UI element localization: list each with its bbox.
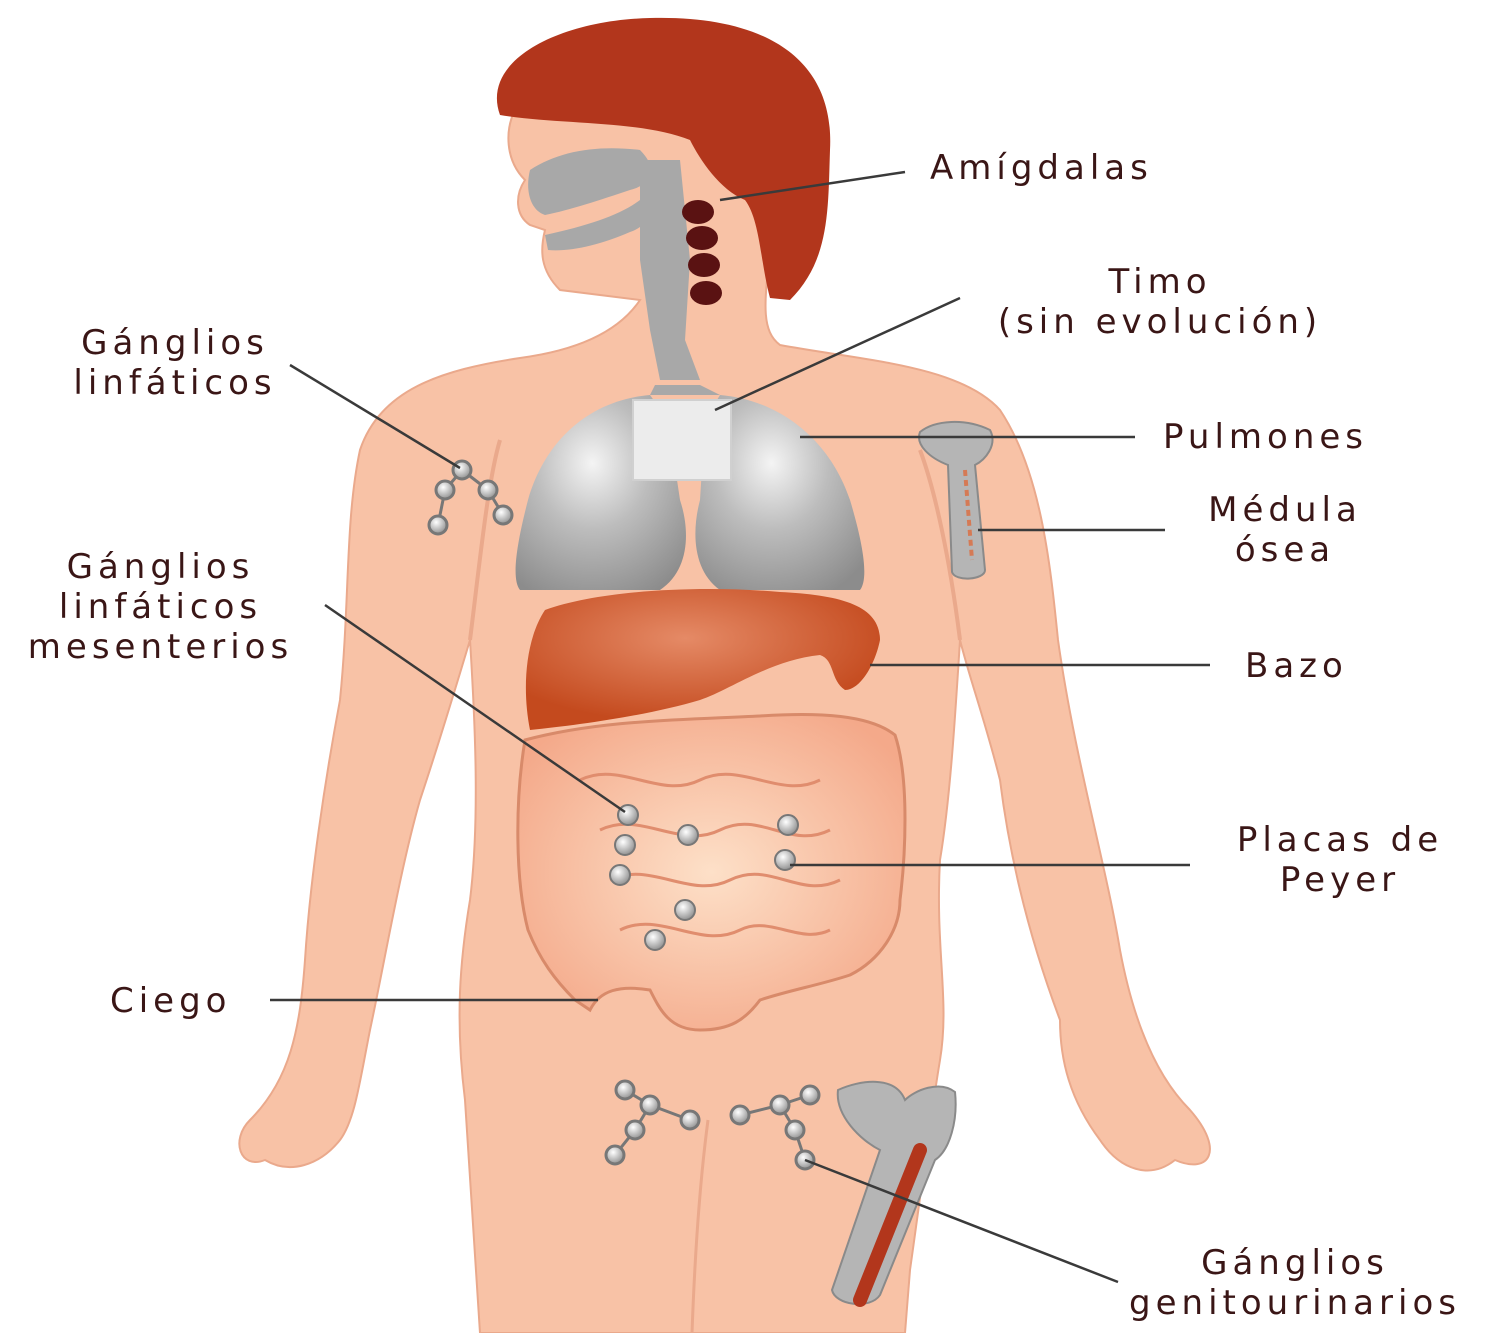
label-peyer-line1: Placas de — [1210, 820, 1470, 860]
label-amigdalas: Amígdalas — [930, 148, 1153, 188]
label-timo-line2: (sin evolución) — [960, 302, 1360, 342]
label-ganglios-line1: Gánglios — [50, 323, 300, 363]
label-ganglios-linfaticos: Gánglios linfáticos — [50, 323, 300, 403]
label-medula-line2: ósea — [1180, 530, 1390, 570]
label-medula-line1: Médula — [1180, 490, 1390, 530]
label-mesent-line1: Gánglios — [8, 547, 313, 587]
label-mesent-line3: mesenterios — [8, 627, 313, 667]
thymus — [633, 400, 731, 480]
label-genito-line1: Gánglios — [1110, 1243, 1480, 1283]
label-medula-osea: Médula ósea — [1180, 490, 1390, 570]
label-pulmones: Pulmones — [1163, 417, 1368, 457]
label-ganglios-mesenterios: Gánglios linfáticos mesenterios — [8, 547, 313, 667]
label-placas-peyer: Placas de Peyer — [1210, 820, 1470, 900]
label-bazo: Bazo — [1245, 646, 1348, 686]
label-ciego: Ciego — [110, 981, 232, 1021]
label-timo-line1: Timo — [960, 262, 1360, 302]
label-genito-line2: genitourinarios — [1110, 1283, 1480, 1323]
label-ganglios-line2: linfáticos — [50, 363, 300, 403]
label-ganglios-genitourinarios: Gánglios genitourinarios — [1110, 1243, 1480, 1323]
label-timo: Timo (sin evolución) — [960, 262, 1360, 342]
label-peyer-line2: Peyer — [1210, 860, 1470, 900]
label-mesent-line2: linfáticos — [8, 587, 313, 627]
